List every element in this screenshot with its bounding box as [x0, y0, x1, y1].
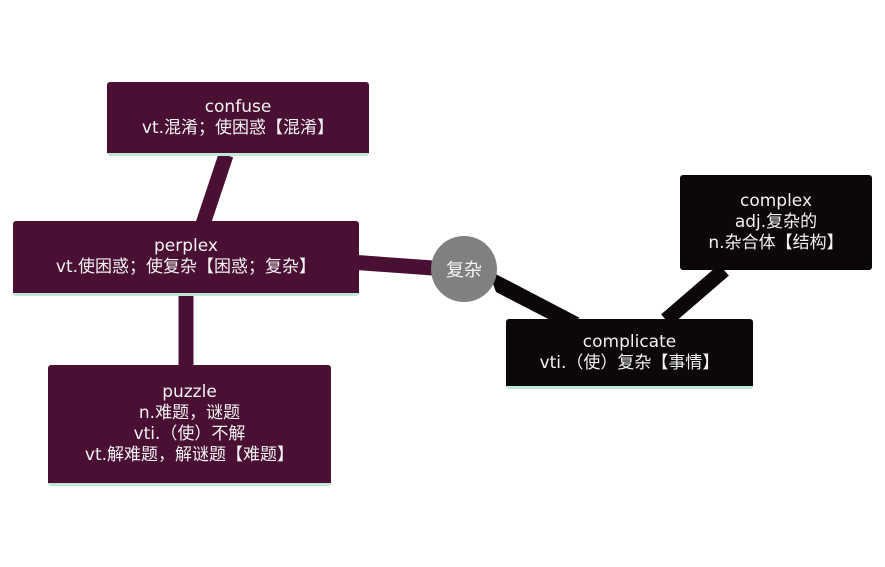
link-complicate-complex: [661, 264, 729, 326]
node-definition: vti.（使）复杂【事情】: [539, 352, 720, 373]
node-definition: vt.使困惑；使复杂【困惑；复杂】: [55, 257, 317, 277]
node-word: complicate: [582, 331, 677, 352]
node-puzzle[interactable]: puzzle n.难题，谜题 vti.（使）不解 vt.解难题，解谜题【难题】: [48, 365, 331, 486]
link-center-complicate: [488, 270, 580, 325]
node-complicate[interactable]: complicate vti.（使）复杂【事情】: [506, 319, 753, 389]
node-confuse[interactable]: confuse vt.混淆；使困惑【混淆】: [107, 82, 369, 156]
node-word: puzzle: [162, 382, 217, 402]
node-word: complex: [739, 191, 813, 211]
center-topic-label: 复杂: [446, 260, 482, 281]
center-topic[interactable]: 复杂: [431, 236, 497, 302]
node-definition: n.难题，谜题: [138, 403, 241, 423]
link-perplex-confuse: [195, 152, 234, 227]
node-complex[interactable]: complex adj.复杂的 n.杂合体【结构】: [680, 175, 872, 270]
node-definition: n.杂合体【结构】: [708, 233, 844, 253]
node-definition: vt.解难题，解谜题【难题】: [84, 445, 295, 465]
node-definition: vti.（使）不解: [133, 424, 246, 444]
node-word: confuse: [204, 96, 272, 117]
link-center-perplex: [349, 254, 434, 276]
node-definition: adj.复杂的: [734, 212, 818, 232]
node-definition: vt.混淆；使困惑【混淆】: [141, 117, 335, 138]
node-word: perplex: [154, 236, 218, 256]
node-perplex[interactable]: perplex vt.使困惑；使复杂【困惑；复杂】: [13, 221, 359, 296]
